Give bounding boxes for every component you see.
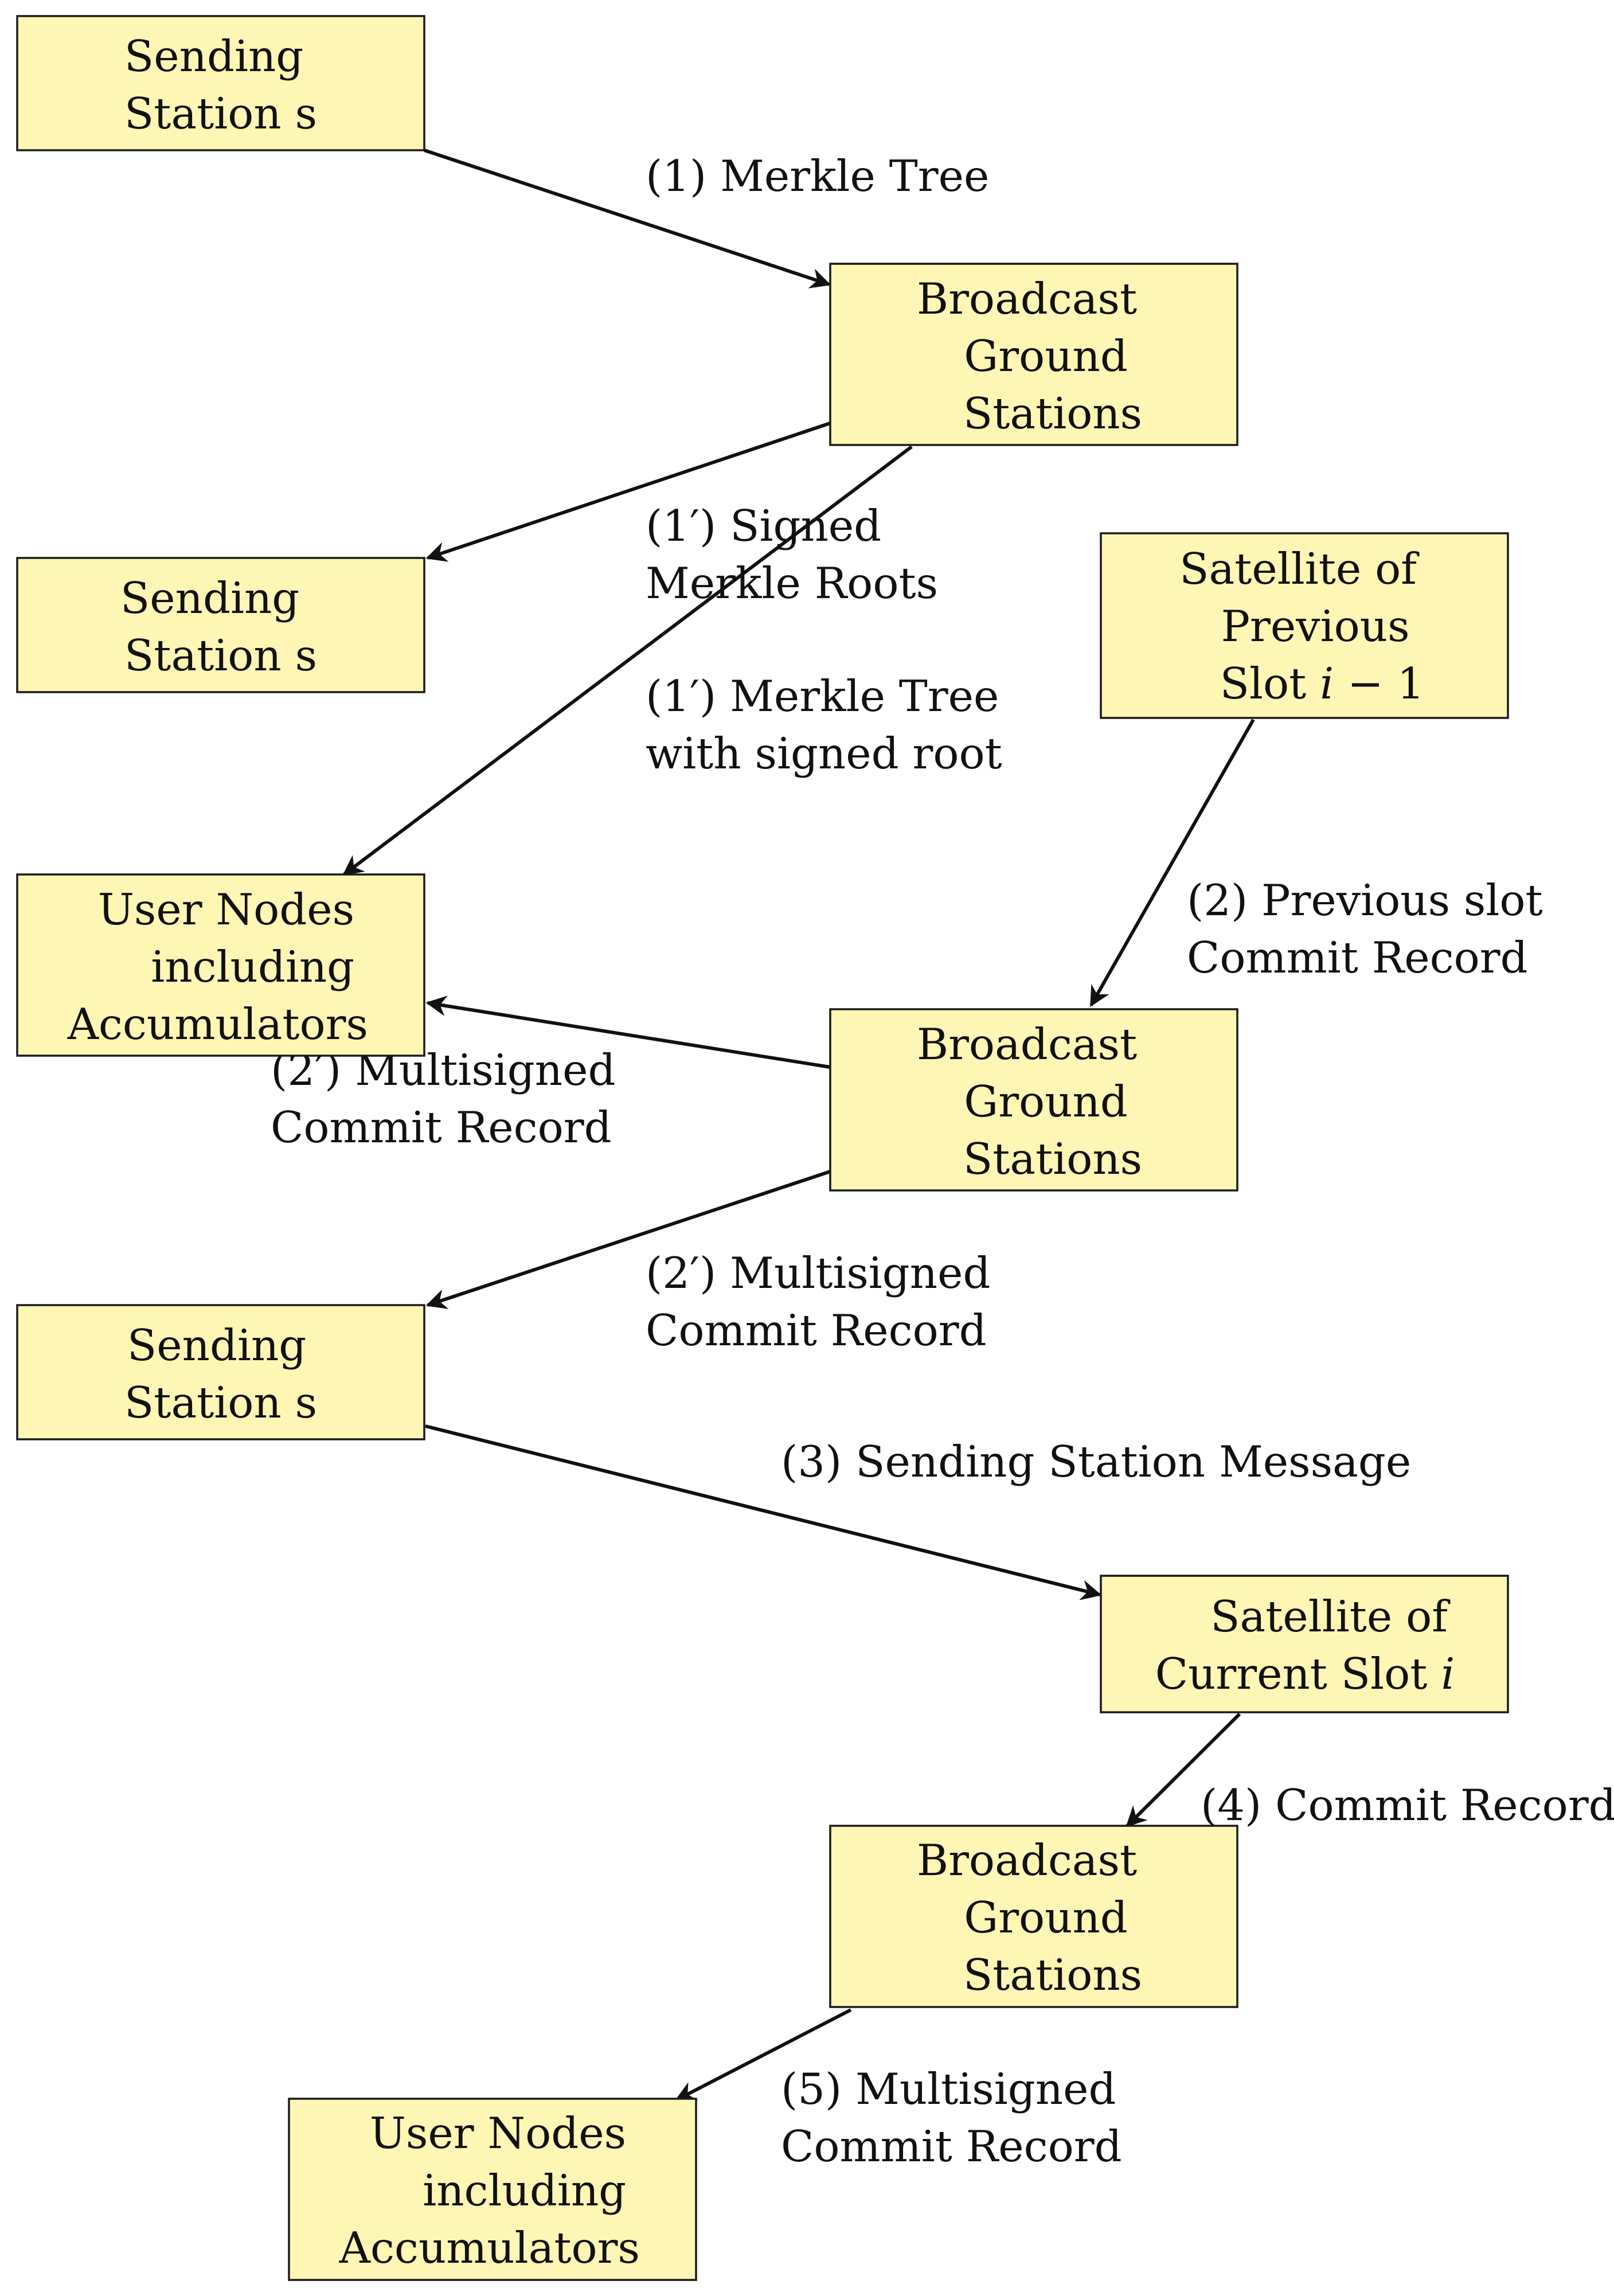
edges: [342, 149, 1255, 2102]
label-multisigned-to-sending-station: (2′) Multisigned Commit Record: [646, 1248, 1004, 1356]
node-broadcast-ground-stations-2: Broadcast Ground Stations: [829, 1008, 1238, 1192]
label-sending-station-message: (3) Sending Station Message: [781, 1436, 1411, 1487]
node-label: Broadcast Ground Stations: [917, 1019, 1151, 1184]
node-label: User Nodes including Accumulators: [67, 884, 368, 1049]
node-broadcast-ground-stations-3: Broadcast Ground Stations: [829, 1825, 1238, 2008]
node-label: Satellite of Previous Slot i − 1: [1179, 544, 1431, 709]
label-merkle-tree: (1) Merkle Tree: [646, 151, 989, 201]
node-label: Sending Station s: [124, 31, 317, 139]
arrow-sending-station-message: [425, 1424, 1102, 1600]
node-label: Satellite of Current Slot i: [1155, 1591, 1461, 1699]
node-label: Broadcast Ground Stations: [917, 274, 1151, 439]
node-user-nodes-1: User Nodes including Accumulators: [16, 873, 425, 1057]
arrow-signed-merkle-roots: [425, 421, 831, 562]
arrow-merkle-tree-with-signed-root: [342, 445, 913, 876]
node-sending-station-2: Sending Station s: [16, 557, 425, 693]
node-satellite-current-slot: Satellite of Current Slot i: [1100, 1575, 1509, 1713]
edge-labels: (1) Merkle Tree (1′) Signed Merkle Roots…: [271, 151, 1614, 2172]
label-previous-slot-commit-record: (2) Previous slot Commit Record: [1187, 875, 1557, 983]
label-merkle-tree-with-signed-root: (1′) Merkle Tree with signed root: [646, 671, 1013, 779]
arrow-multisigned-to-user-nodes: [425, 995, 831, 1069]
label-signed-merkle-roots: (1′) Signed Merkle Roots: [646, 501, 938, 608]
node-label: Broadcast Ground Stations: [917, 1835, 1151, 2000]
node-satellite-previous-slot: Satellite of Previous Slot i − 1: [1100, 532, 1509, 719]
label-commit-record: (4) Commit Record: [1201, 1780, 1614, 1830]
node-broadcast-ground-stations-1: Broadcast Ground Stations: [829, 263, 1238, 446]
node-label: Sending Station s: [124, 1320, 320, 1428]
arrow-final-multisigned-commit-record: [674, 2008, 852, 2102]
nodes: Sending Station s Broadcast Ground Stati…: [16, 15, 1509, 2281]
arrow-previous-slot-commit-record: [1089, 719, 1255, 1008]
node-sending-station-3: Sending Station s: [16, 1304, 425, 1440]
label-multisigned-to-user-nodes: (2′) Multisigned Commit Record: [271, 1045, 629, 1153]
arrow-multisigned-to-sending-station: [425, 1170, 831, 1309]
node-user-nodes-2: User Nodes including Accumulators: [288, 2098, 697, 2281]
node-label: Sending Station s: [120, 573, 317, 681]
arrow-merkle-tree: [424, 149, 831, 288]
label-final-multisigned-commit-record: (5) Multisigned Commit Record: [781, 2064, 1130, 2172]
arrow-commit-record: [1125, 1712, 1241, 1828]
node-label: User Nodes including Accumulators: [339, 2108, 640, 2273]
node-sending-station-1: Sending Station s: [16, 15, 425, 151]
